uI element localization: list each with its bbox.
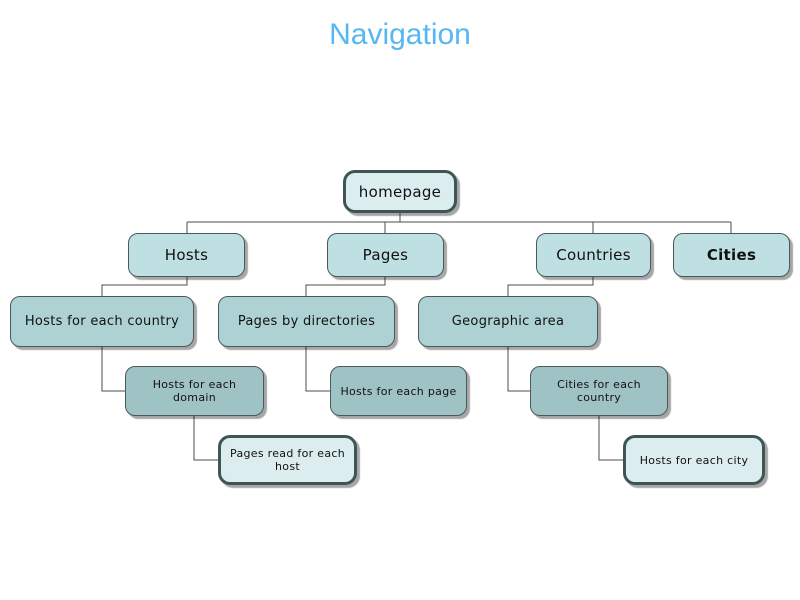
node-hosts-for-each-country: Hosts for each country — [10, 296, 194, 347]
node-hosts-for-each-domain: Hosts for each domain — [125, 366, 264, 416]
node-hosts: Hosts — [128, 233, 245, 277]
node-pages-by-directories: Pages by directories — [218, 296, 395, 347]
node-geographic-area: Geographic area — [418, 296, 598, 347]
node-hosts-for-each-city: Hosts for each city — [623, 435, 765, 485]
node-hosts-for-each-page: Hosts for each page — [330, 366, 467, 416]
slide-title: Navigation — [329, 18, 471, 51]
node-pages-read-for-each-host: Pages read for each host — [218, 435, 357, 485]
node-homepage: homepage — [343, 170, 457, 213]
node-countries: Countries — [536, 233, 651, 277]
node-cities-for-each-country: Cities for each country — [530, 366, 668, 416]
node-pages: Pages — [327, 233, 444, 277]
node-cities: Cities — [673, 233, 790, 277]
